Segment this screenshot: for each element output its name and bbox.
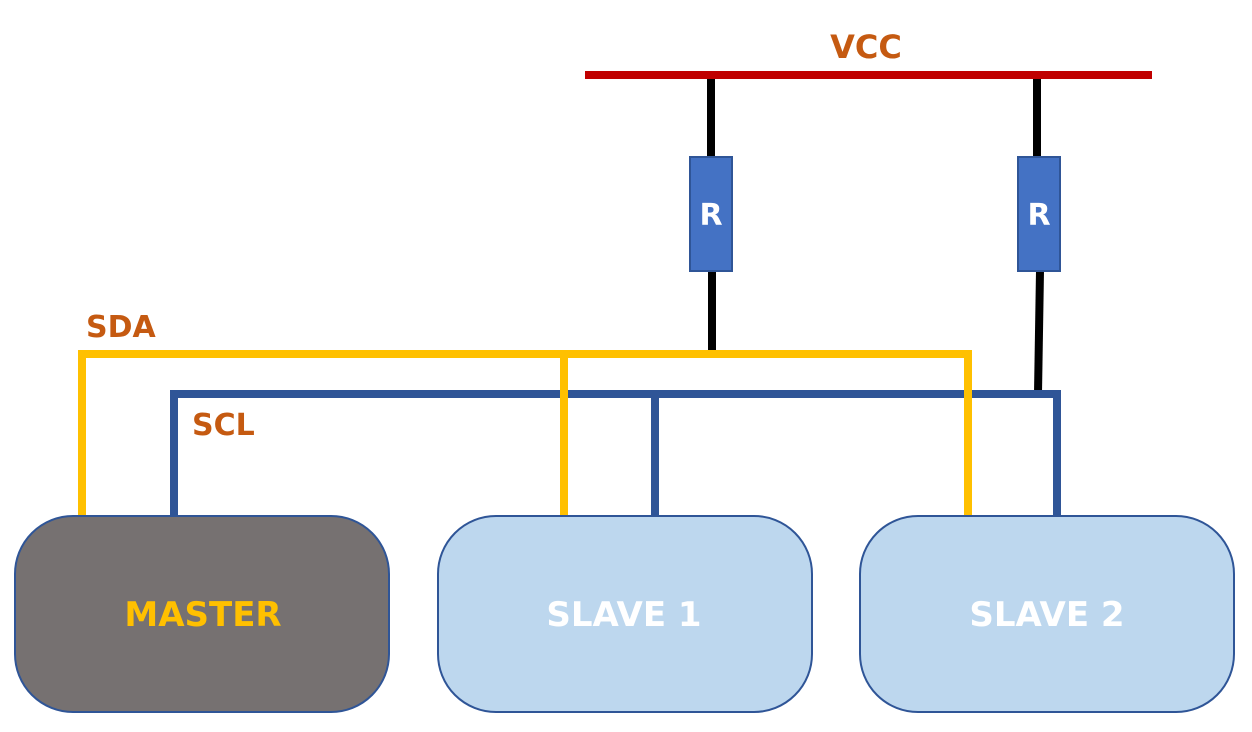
resistor-2-label: R: [1027, 198, 1050, 233]
resistor-2: R: [1017, 156, 1061, 272]
resistor-1-label: R: [699, 198, 722, 233]
master-node: MASTER: [14, 515, 390, 713]
slave1-node: SLAVE 1: [437, 515, 813, 713]
slave2-label: SLAVE 2: [969, 595, 1124, 635]
slave2-node: SLAVE 2: [859, 515, 1235, 713]
scl-bus-line: [170, 390, 1061, 517]
resistor-1: R: [689, 156, 733, 272]
slave1-label: SLAVE 1: [546, 595, 701, 635]
sda-label: SDA: [86, 310, 157, 345]
scl-label: SCL: [192, 408, 255, 443]
pullup-wire-2-bottom: [1034, 270, 1044, 394]
master-label: MASTER: [124, 595, 281, 635]
sda-bus-line: [78, 350, 972, 517]
vcc-label: VCC: [830, 28, 902, 66]
